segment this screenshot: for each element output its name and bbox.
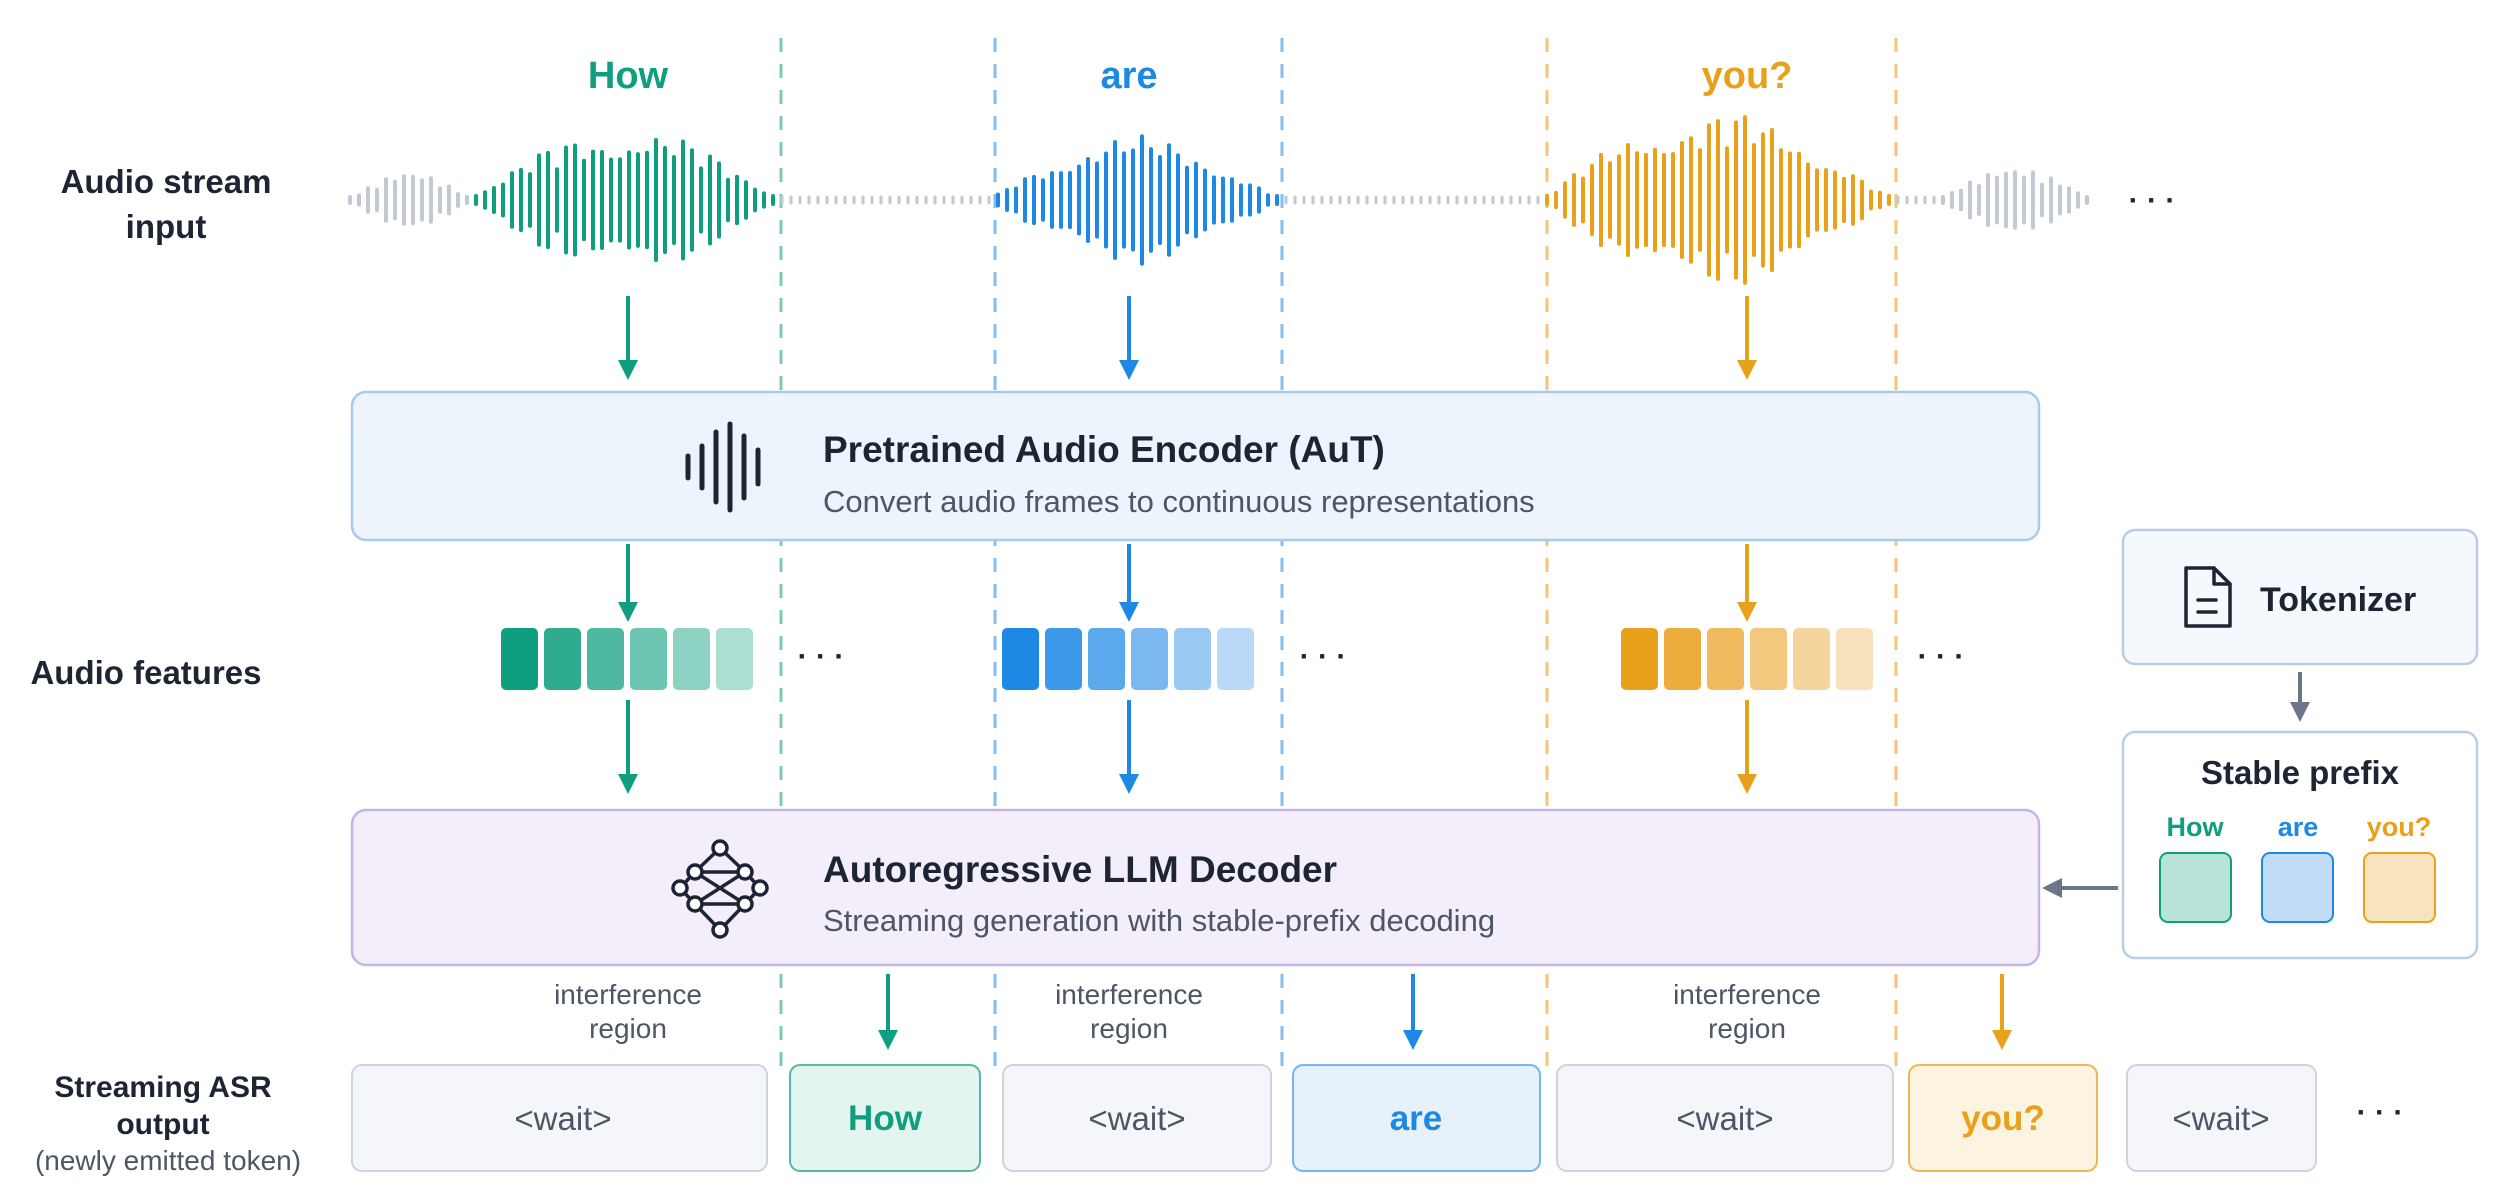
output-token-wait-4: <wait> [2172,1100,2269,1137]
decoder-box [350,808,2041,967]
feature-block [1002,628,1039,690]
encoder-title: Pretrained Audio Encoder (AuT) [823,429,1385,470]
stable-prefix-token-label-are: are [2278,812,2319,842]
decoder-subtitle: Streaming generation with stable-prefix … [823,903,1495,938]
audio-features-orange [1621,628,1873,690]
feature-block [544,628,581,690]
output-token-you: you? [1961,1099,2045,1138]
interference-label-2-line1: interference [1055,979,1203,1010]
features-ellipsis-blue: · · · [1300,640,1347,673]
features-ellipsis-orange: · · · [1918,640,1965,673]
audio-features-blue [1002,628,1254,690]
feature-block [1664,628,1701,690]
word-label-how: How [588,55,669,97]
interference-label-1-line1: interference [554,979,702,1010]
waveform-icon [685,421,761,513]
feature-block [1621,628,1658,690]
interference-label-3-line2: region [1708,1013,1786,1044]
tokenizer-box [2121,528,2479,666]
encoder-subtitle: Convert audio frames to continuous repre… [823,484,1535,519]
encoder-box [350,390,2041,542]
feature-block [1088,628,1125,690]
features-ellipsis-green: · · · [798,640,845,673]
asr-output-row: <wait> How <wait> are <wait> you? <wait>… [351,1064,2404,1172]
row-label-audio-input-line1: Audio stream [61,163,272,200]
feature-block [1174,628,1211,690]
feature-block [673,628,710,690]
interference-label-2-line2: region [1090,1013,1168,1044]
audio-features-green [501,628,753,690]
output-token-wait-2: <wait> [1088,1100,1185,1137]
stable-prefix-token-label-you: you? [2367,812,2432,842]
interference-label-1-line2: region [589,1013,667,1044]
row-label-asr-output-line1: Streaming ASR [54,1071,272,1104]
feature-block [1707,628,1744,690]
encoder-block: Pretrained Audio Encoder (AuT) Convert a… [350,390,2041,542]
stable-prefix-block: Stable prefix How are you? [2121,730,2479,960]
feature-block [587,628,624,690]
audio-waveform [348,115,2089,285]
decoder-block: Autoregressive LLM Decoder Streaming gen… [350,808,2041,967]
row-label-asr-output-note: (newly emitted token) [35,1145,301,1176]
feature-block [1793,628,1830,690]
stable-prefix-token-you [2363,852,2436,923]
output-token-box-wait-3 [1556,1064,1894,1172]
feature-block [1045,628,1082,690]
row-label-asr-output-line2: output [116,1108,209,1141]
output-token-wait-1: <wait> [514,1100,611,1137]
feature-block [716,628,753,690]
feature-block [501,628,538,690]
tokenizer-label: Tokenizer [2260,581,2416,619]
output-ellipsis: · · · [2357,1096,2404,1129]
feature-block [630,628,667,690]
feature-block [1131,628,1168,690]
output-token-how: How [848,1099,923,1138]
stable-prefix-token-label-how: How [2167,812,2225,842]
feature-block [1217,628,1254,690]
word-label-are: are [1100,55,1157,97]
output-token-box-how [789,1064,981,1172]
word-label-you: you? [1702,55,1793,97]
output-token-box-you [1908,1064,2098,1172]
stable-prefix-token-how [2159,852,2232,923]
stable-prefix-title: Stable prefix [2201,754,2400,791]
feature-block [1836,628,1873,690]
feature-block [1750,628,1787,690]
output-token-box-wait-1 [351,1064,768,1172]
row-label-audio-input-line2: input [126,208,207,245]
row-label-audio-features: Audio features [30,654,261,691]
output-token-box-are [1292,1064,1541,1172]
tokenizer-block: Tokenizer [2121,528,2479,666]
waveform-ellipsis: · · · [2129,184,2176,217]
document-icon [2184,566,2232,628]
output-token-wait-3: <wait> [1676,1100,1773,1137]
output-token-box-wait-4 [2126,1064,2317,1172]
output-token-box-wait-2 [1002,1064,1272,1172]
stable-prefix-token-are [2261,852,2334,923]
interference-label-3-line1: interference [1673,979,1821,1010]
decoder-title: Autoregressive LLM Decoder [823,849,1337,890]
neural-network-icon [671,839,769,939]
output-token-are: are [1390,1099,1443,1138]
